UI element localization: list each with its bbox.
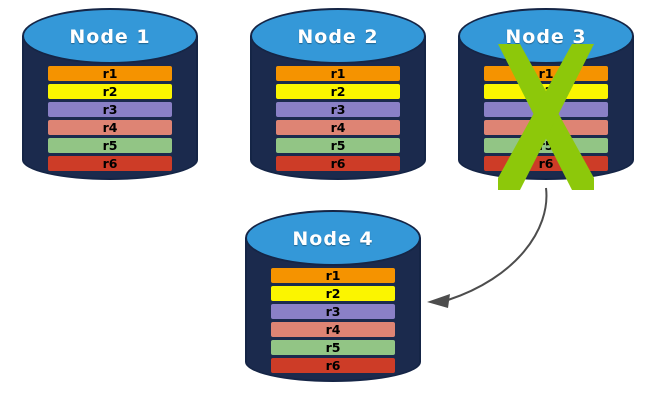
cylinder-top <box>245 210 421 266</box>
row-r6[interactable]: r6 <box>48 156 172 171</box>
cylinder-top <box>250 8 426 64</box>
row-r1[interactable]: r1 <box>48 66 172 81</box>
row-r5[interactable]: r5 <box>48 138 172 153</box>
row-r6[interactable]: r6 <box>276 156 400 171</box>
row-list: r1 r2 r3 r4 r5 r6 <box>245 268 421 373</box>
row-r3[interactable]: r3 <box>276 102 400 117</box>
row-r4[interactable]: r4 <box>271 322 395 337</box>
row-r3[interactable]: r3 <box>271 304 395 319</box>
row-list: r1 r2 r3 r4 r5 r6 <box>22 66 198 171</box>
row-r5[interactable]: r5 <box>276 138 400 153</box>
row-r2[interactable]: r2 <box>271 286 395 301</box>
row-r4[interactable]: r4 <box>276 120 400 135</box>
node-cylinder-node-4[interactable]: Node 4 r1 r2 r3 r4 r5 r6 <box>245 210 421 382</box>
cylinder-top <box>22 8 198 64</box>
row-r1[interactable]: r1 <box>276 66 400 81</box>
row-r5[interactable]: r5 <box>271 340 395 355</box>
row-r2[interactable]: r2 <box>48 84 172 99</box>
row-list: r1 r2 r3 r4 r5 r6 <box>250 66 426 171</box>
row-r1[interactable]: r1 <box>271 268 395 283</box>
row-r4[interactable]: r4 <box>48 120 172 135</box>
row-r3[interactable]: r3 <box>48 102 172 117</box>
row-r6[interactable]: r6 <box>271 358 395 373</box>
row-r2[interactable]: r2 <box>276 84 400 99</box>
